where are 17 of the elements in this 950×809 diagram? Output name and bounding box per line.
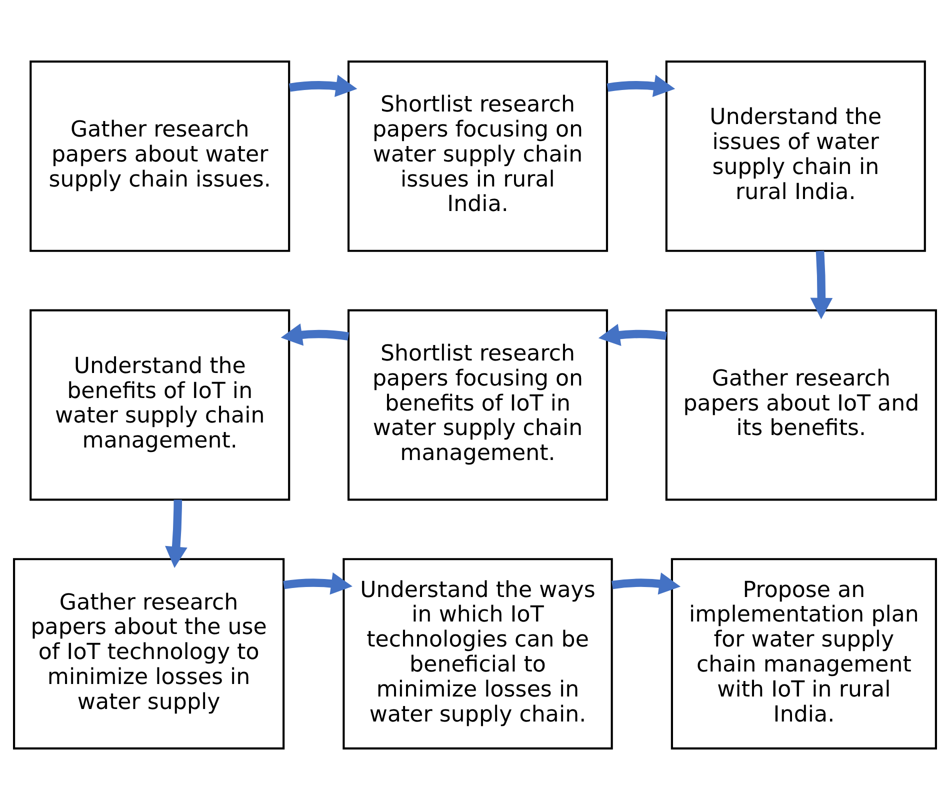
arrow: [289, 74, 358, 97]
arrow: [810, 250, 833, 319]
arrow: [612, 572, 681, 594]
arrow: [598, 323, 667, 346]
arrow: [280, 323, 350, 346]
arrow: [606, 74, 676, 97]
node-box: Shortlist research papers focusing on benefits of IoT in water supply chain management.: [348, 308, 608, 500]
node-box: Understand the ways in which IoT technologies can be beneficial to minimize losses in water supply chain.: [342, 558, 613, 749]
node-box: Gather research papers about IoT and its benefits.: [665, 308, 937, 500]
node-box: Understand the benefits of IoT in water supply chain management.: [30, 308, 290, 500]
node-box: Propose an implementation plan for water supply chain management with IoT in rural India.: [670, 558, 937, 749]
arrow: [283, 572, 352, 594]
node-box: Gather research papers about the use of IoT technology to minimize losses in water supply: [13, 558, 285, 749]
node-box: Shortlist research papers focusing on water supply chain issues in rural India.: [348, 60, 608, 252]
arrow: [165, 499, 188, 568]
node-box: Gather research papers about water supply chain issues.: [30, 60, 290, 252]
node-box: Understand the issues of water supply chain in rural India.: [665, 60, 926, 252]
